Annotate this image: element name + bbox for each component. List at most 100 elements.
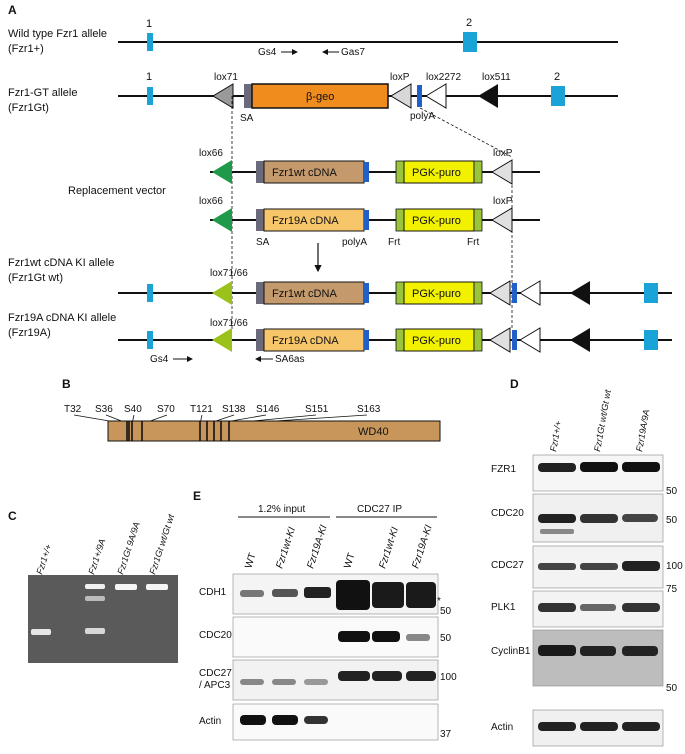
blot-actin bbox=[232, 703, 439, 741]
gel-lane-label: Fzr1+/+ bbox=[34, 543, 53, 576]
polya-block bbox=[512, 283, 517, 303]
ip-lane-label: Fzr1wt-KI bbox=[377, 526, 401, 570]
gel-lane-label: Fzr1Gt 9A/9A bbox=[115, 521, 141, 576]
blot-label: CDC27 bbox=[199, 668, 232, 679]
frt-block bbox=[473, 208, 483, 232]
ki-9a-exon-1 bbox=[147, 331, 153, 349]
blot-band bbox=[304, 716, 328, 724]
panel-b-letter: B bbox=[62, 377, 71, 391]
loxp-triangle bbox=[491, 207, 513, 233]
site-label: T32 bbox=[64, 404, 82, 415]
pgk-puro-label: PGK-puro bbox=[412, 167, 461, 179]
sa-label: SA bbox=[240, 113, 254, 124]
blot-band bbox=[272, 679, 296, 685]
site-label: T121 bbox=[190, 404, 213, 415]
wb-blot-label: PLK1 bbox=[491, 602, 516, 613]
ki-9a-exon-2 bbox=[644, 330, 658, 350]
mw-marker: 50 bbox=[440, 633, 452, 644]
sa-block bbox=[256, 209, 264, 231]
blot-band bbox=[240, 679, 264, 685]
ki-wt-sublabel: (Fzr1Gt wt) bbox=[8, 272, 63, 284]
lox7166-label: lox71/66 bbox=[210, 268, 248, 279]
ki-wt-label: Fzr1wt cDNA KI allele bbox=[8, 257, 114, 269]
site-label: S36 bbox=[95, 404, 113, 415]
wb-band bbox=[622, 462, 660, 472]
blot-band bbox=[372, 582, 404, 608]
wb-band bbox=[538, 514, 576, 523]
ip-group-label: CDC27 IP bbox=[357, 504, 402, 515]
blot-band bbox=[272, 589, 298, 597]
lox66-triangle bbox=[212, 160, 232, 184]
lox71-triangle bbox=[212, 83, 234, 109]
gt-exon-2 bbox=[551, 86, 565, 106]
site-label: S163 bbox=[357, 404, 381, 415]
polya-label: polyA bbox=[342, 237, 367, 248]
sa-block bbox=[256, 282, 264, 304]
gt-allele-label: Fzr1-GT allele bbox=[8, 87, 77, 99]
frt-block bbox=[395, 281, 405, 305]
frt-block bbox=[395, 208, 405, 232]
wb-band bbox=[580, 722, 618, 731]
wb-blot-label: CDC20 bbox=[491, 508, 524, 519]
gt-exon-2-label: 2 bbox=[554, 71, 560, 83]
gt-exon-1-label: 1 bbox=[146, 71, 152, 83]
polya-block bbox=[364, 162, 369, 182]
wb-band bbox=[622, 646, 658, 656]
gel-lane-label: Fzr1+/9A bbox=[86, 538, 107, 576]
lox2272-triangle bbox=[519, 280, 541, 306]
gas7-primer-label: Gas7 bbox=[341, 47, 365, 58]
ip-lane-label: Fzr19A-KI bbox=[410, 524, 434, 570]
blot-band bbox=[304, 587, 331, 598]
gel-band bbox=[85, 584, 105, 589]
blot-band bbox=[372, 631, 400, 642]
wb-band bbox=[538, 603, 576, 612]
blot-band bbox=[338, 631, 370, 642]
cdna-9a-label: Fzr19A cDNA bbox=[272, 335, 339, 347]
fzr1-protein-bar bbox=[107, 420, 441, 442]
ip-lane-label: Fzr1wt-KI bbox=[274, 526, 298, 570]
blot-band bbox=[338, 671, 370, 681]
gt-allele-sublabel: (Fzr1Gt) bbox=[8, 102, 49, 114]
wb-band bbox=[622, 561, 660, 571]
polya-block bbox=[364, 330, 369, 350]
wb-band bbox=[538, 563, 576, 570]
pgk-puro-label: PGK-puro bbox=[412, 215, 461, 227]
gel-band bbox=[146, 584, 168, 590]
gel-band bbox=[115, 584, 137, 590]
blot-band bbox=[240, 715, 266, 725]
wb-band bbox=[580, 646, 616, 656]
lox66-label: lox66 bbox=[199, 148, 223, 159]
polya-label: polyA bbox=[410, 111, 435, 122]
wb-band bbox=[580, 563, 618, 570]
frt-block bbox=[473, 281, 483, 305]
polya-block bbox=[364, 283, 369, 303]
polya-block bbox=[364, 210, 369, 230]
wt-exon-2-label: 2 bbox=[466, 17, 472, 29]
frt-block bbox=[395, 328, 405, 352]
mw-marker: 100 bbox=[440, 672, 457, 683]
gs4-primer-label: Gs4 bbox=[258, 47, 277, 58]
cdna-wt-label: Fzr1wt cDNA bbox=[272, 288, 337, 300]
lox2272-triangle bbox=[425, 83, 447, 109]
blot-label: CDC20 bbox=[199, 630, 232, 641]
wb-lane-label: Fzr1Gt wt/Gt wt bbox=[592, 389, 613, 453]
site-label: S70 bbox=[157, 404, 175, 415]
sa-block bbox=[256, 161, 264, 183]
ip-lane-label: WT bbox=[342, 552, 357, 570]
star-marker: * bbox=[437, 596, 441, 607]
panel-e-letter: E bbox=[193, 489, 201, 503]
lox511-label: lox511 bbox=[482, 72, 511, 83]
beta-geo-box bbox=[251, 83, 389, 109]
site-label: S151 bbox=[305, 404, 329, 415]
lox7166-label: lox71/66 bbox=[210, 318, 248, 329]
blot-band bbox=[406, 582, 436, 608]
wb-marker: 75 bbox=[666, 584, 678, 595]
blot-label: CDH1 bbox=[199, 587, 227, 598]
loxp-label: loxP bbox=[493, 148, 513, 159]
gel-band bbox=[85, 628, 105, 634]
wb-marker: 50 bbox=[666, 683, 678, 694]
beta-geo-label: β-geo bbox=[306, 91, 334, 103]
gt-exon-1 bbox=[147, 87, 153, 105]
sa-block bbox=[244, 84, 252, 108]
